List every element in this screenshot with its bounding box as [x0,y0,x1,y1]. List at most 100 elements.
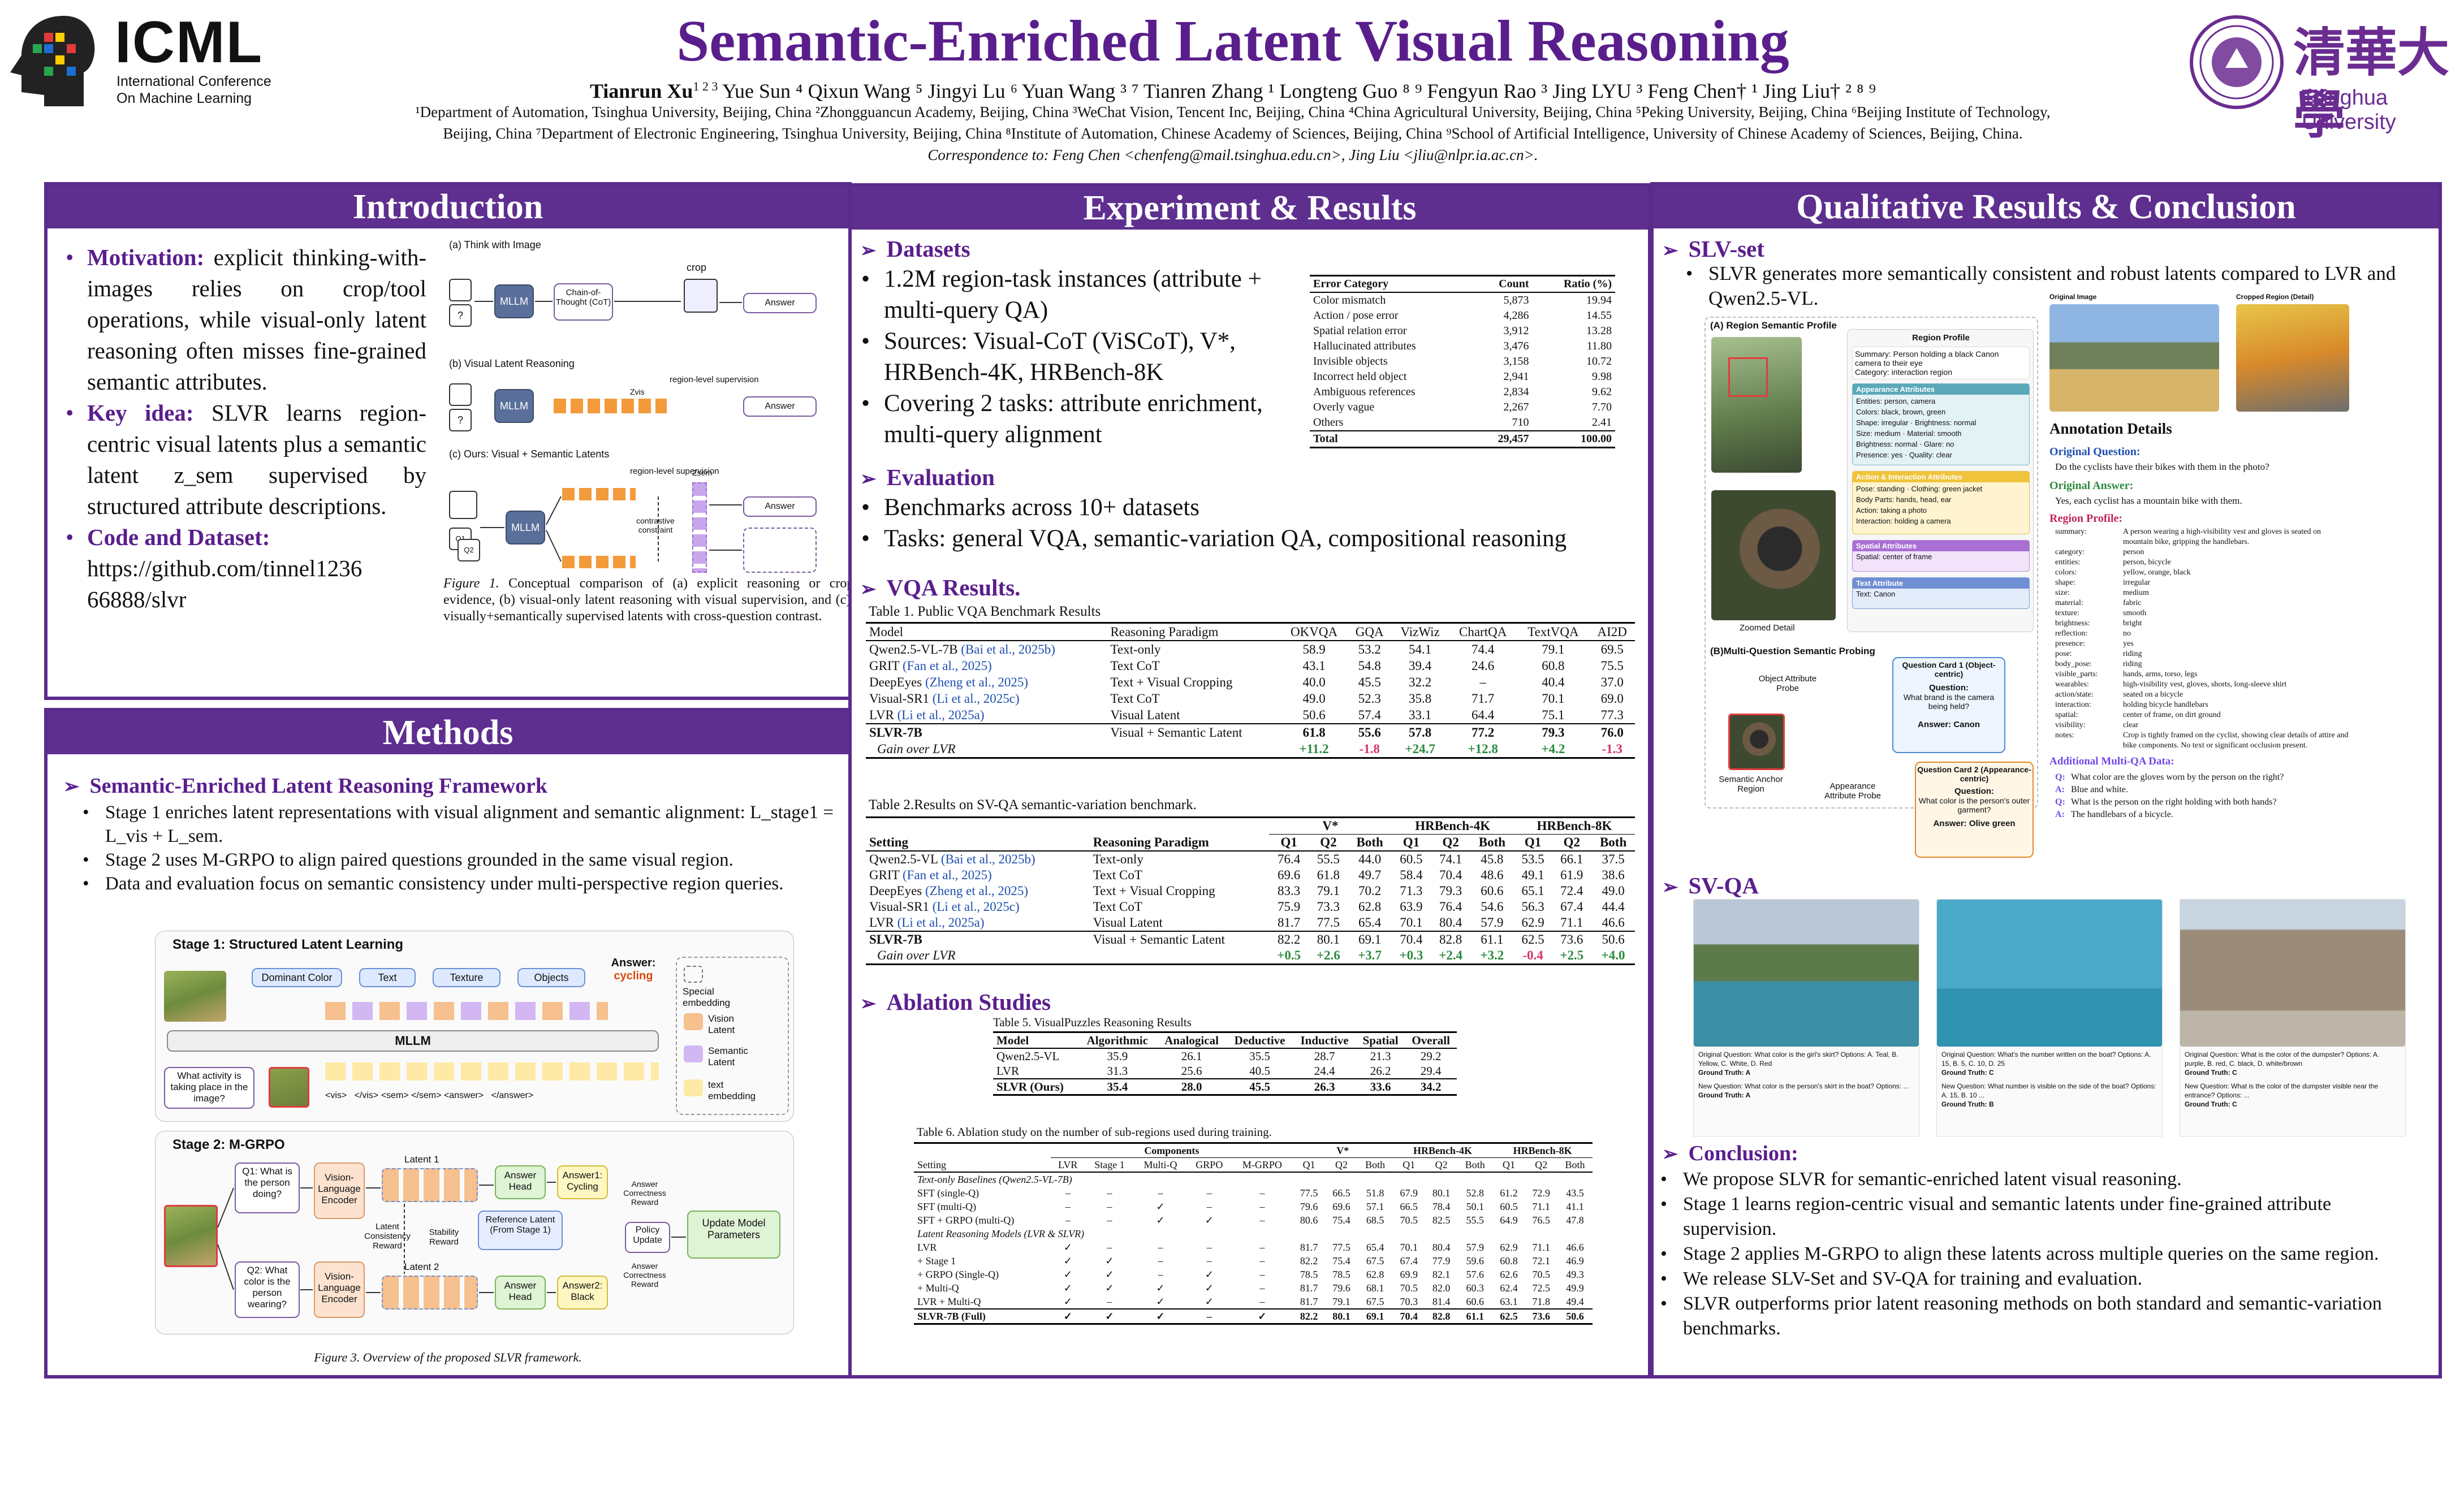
table6-col-header: Q2 [1335,1159,1348,1170]
spatial-title: Spatial Attributes [1853,541,2029,551]
stage1-figure: Stage 1: Structured Latent Learning Domi… [155,931,794,1122]
fig1-c-answer: Answer [743,496,817,517]
table6-cell: 80.1 [1332,1311,1350,1322]
paradigm-cell: Visual Latent [1093,915,1163,930]
model-cell: SLVR-7B [866,724,1107,741]
table6-cell: 62.9 [1500,1242,1518,1253]
table6-group-title: Text-only Baselines (Qwen2.5-VL-7B) [917,1174,1072,1185]
table6-cell: 79.6 [1332,1282,1350,1294]
keyidea-text: SLVR learns region-centric visual latent… [87,400,427,519]
code-url-1[interactable]: https://github.com/tinnel1236 [87,555,363,581]
error-cell: Invisible objects [1313,355,1388,368]
value-cell: 49.0 [1602,884,1625,898]
table6-cell: 78.5 [1332,1269,1350,1280]
table6-cell: ✓ [1105,1269,1114,1280]
first-author: Tianrun Xu [589,80,693,102]
datasets-bullet: Sources: Visual-CoT (ViSCoT), V*, HRBenc… [855,326,1301,388]
table6-cell: 61.2 [1500,1187,1518,1199]
table6-cell: – [1206,1201,1212,1212]
value-cell: 77.3 [1600,708,1624,722]
table2-col-header: Q2 [1442,835,1459,849]
profile-key: wearables: [2055,680,2089,689]
vqa-heading-text: VQA Results. [886,574,1021,600]
gain-cell: +3.7 [1358,948,1382,962]
table5-cell: 29.2 [1420,1049,1442,1063]
card2-q-label: Question: [1954,786,1994,796]
paradigm-cell: Text CoT [1110,692,1160,706]
motivation-text: explicit thinking-with-images relies on … [87,244,426,395]
gain-cell: +4.2 [1541,742,1565,756]
table6-cell: 72.5 [1532,1282,1551,1294]
error-col-category: Error Category [1313,278,1389,290]
profile-row: category:person [2055,547,2349,557]
value-cell: 48.6 [1481,868,1504,882]
panel-a-region-box [1728,357,1768,397]
profile-value: person [2123,548,2144,556]
value-cell: 60.6 [1481,884,1504,898]
table6-cell: 82.2 [1300,1255,1318,1267]
table6-cell: 71.8 [1532,1296,1551,1307]
table2-caption: Table 2.Results on SV-QA semantic-variat… [869,797,1197,813]
vqa-heading: ➢VQA Results. [860,574,1021,600]
table2-gain-row: Gain over LVR+0.5+2.6+3.7+0.3+2.4+3.2-0.… [866,948,1635,965]
profile-key: entities: [2055,558,2081,567]
table6-cell: 79.1 [1332,1296,1350,1307]
table2-col-header: Both [1356,835,1383,849]
svqa-card: Original Question: What is the color of … [2180,899,2406,1136]
table6-cell: ✓ [1105,1311,1114,1322]
svqa-new-ground-truth: Ground Truth: B [1941,1100,1994,1108]
card2-title: Question Card 2 (Appearance-centric) [1917,765,2031,783]
profile-row: visible_parts:hands, arms, torso, legs [2055,669,2349,680]
svqa-text: Original Question: What color is the gir… [1694,1047,1919,1103]
annotation-title: Annotation Details [2049,420,2172,437]
action-line: Interaction: holding a camera [1856,517,1951,525]
value-cell: 69.5 [1600,642,1624,656]
error-cell: 710 [1512,416,1529,429]
value-cell: 74.4 [1472,642,1495,656]
error-cell: 4,286 [1503,309,1529,322]
multi-qa-key: A: [2055,810,2065,819]
paradigm-cell: Visual Latent [1110,708,1180,722]
table6-cell: – [1065,1201,1071,1212]
table1-col-header: ChartQA [1459,625,1507,639]
code-url-2[interactable]: 66888/slvr [87,586,187,612]
other-authors: Yue Sun ⁴ Qixun Wang ⁵ Jingyi Lu ⁶ Yuan … [722,80,1876,102]
legend-vision: Vision Latent [708,1013,735,1035]
table6-cell: – [1206,1311,1212,1322]
value-cell: 24.6 [1472,659,1495,673]
probe-object: Object Attribute Probe [1758,674,1817,693]
motivation-label: Motivation: [87,244,205,270]
conclusion-bullet: We release SLV-Set and SV-QA for trainin… [1654,1267,2411,1291]
profile-key: body_pose: [2055,660,2092,668]
error-total-cell: 100.00 [1581,433,1612,445]
value-cell: 71.1 [1560,915,1583,930]
table6-cell: 62.5 [1500,1311,1518,1322]
gain-cell: +24.7 [1405,742,1435,756]
model-citation: (Li et al., 2025a) [897,708,985,722]
legend-special-swatch [684,966,703,983]
profile-key: presence: [2055,639,2085,648]
slvset-heading: ➢SLV-set [1662,236,1764,262]
fig1-c-zsem-col [692,482,707,573]
fig1-c-mllm: MLLM [506,511,545,544]
svqa-new-question: New Question: What color is the person's… [1698,1082,1909,1090]
table6-col-header: Multi-Q [1143,1159,1177,1170]
code-item: •Code and Dataset:https://github.com/tin… [66,524,363,612]
value-cell: 46.6 [1602,915,1625,930]
table6-cell: 81.4 [1432,1296,1451,1307]
fig1-b-mllm: MLLM [494,389,534,423]
paradigm-cell: Text CoT [1110,659,1160,673]
table6-group-header: HRBench-4K [1392,1143,1493,1158]
stage1-mllm: MLLM [167,1030,659,1052]
table6-cell: 49.9 [1566,1282,1584,1294]
model-name: DeepEyes [869,884,922,898]
value-cell: 77.5 [1317,915,1340,930]
table1-col-header: Model [869,625,904,639]
profile-row: notes:Crop is tightly framed on the cycl… [2055,731,2349,751]
table5-cell: 31.3 [1107,1064,1128,1078]
table6-cell: 76.5 [1532,1215,1551,1226]
